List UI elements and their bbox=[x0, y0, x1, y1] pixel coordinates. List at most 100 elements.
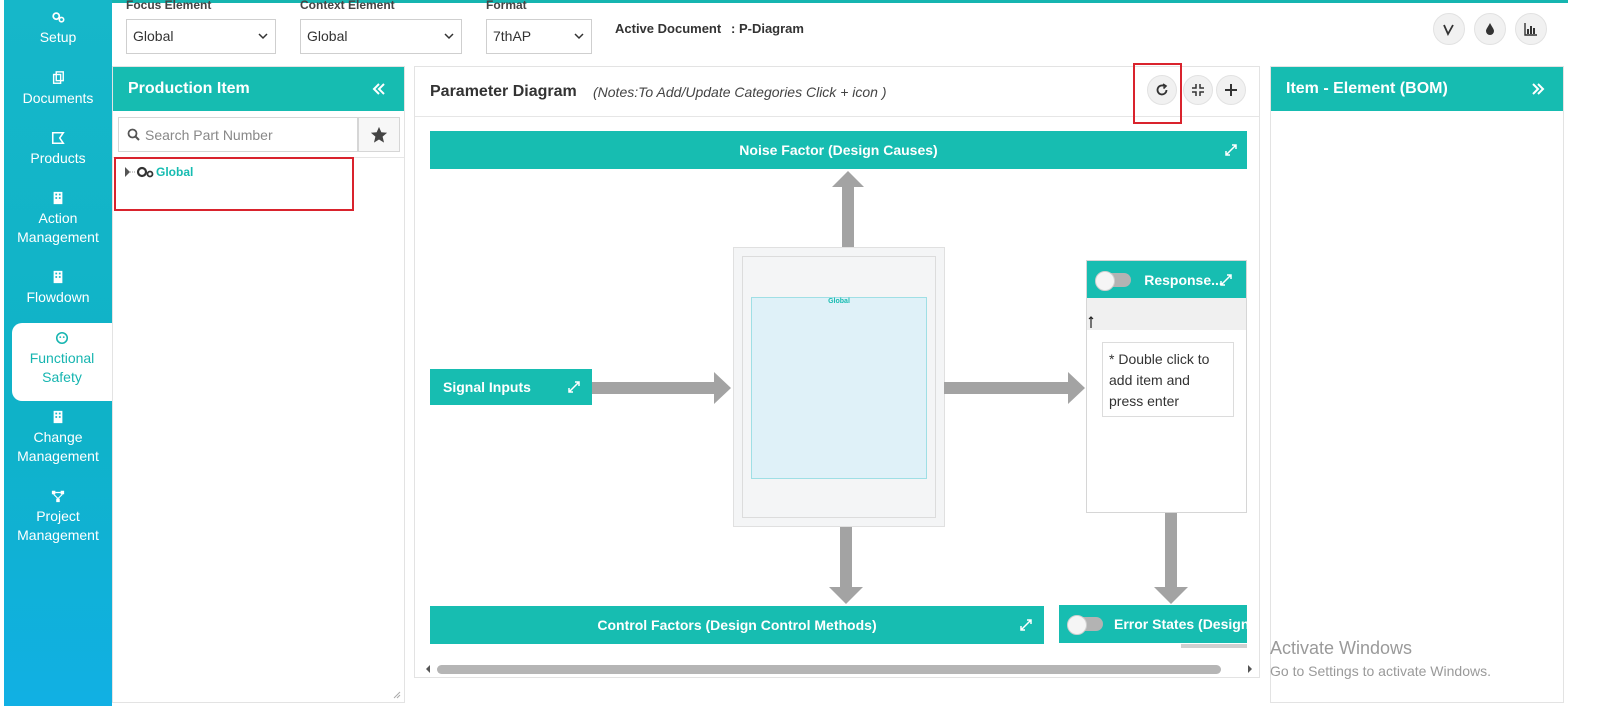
chevron-down-icon bbox=[444, 33, 454, 40]
products-icon bbox=[51, 131, 65, 145]
sidebar-item-action-management[interactable]: Action Management bbox=[4, 191, 112, 247]
noise-factor-label: Noise Factor (Design Causes) bbox=[739, 142, 938, 158]
highlight-box bbox=[114, 157, 354, 211]
refresh-button[interactable] bbox=[1147, 75, 1177, 105]
search-placeholder: Search Part Number bbox=[145, 127, 273, 143]
parameter-diagram-panel: Parameter Diagram (Notes:To Add/Update C… bbox=[414, 66, 1260, 678]
sidebar-item-functional-safety[interactable]: Functional Safety bbox=[12, 323, 112, 401]
response-item-input[interactable]: * Double click to add item and press ent… bbox=[1102, 342, 1234, 417]
vine-button[interactable] bbox=[1433, 13, 1465, 45]
divider bbox=[415, 116, 1259, 117]
panel-title: Production Item bbox=[128, 80, 250, 97]
response-header[interactable]: Response... bbox=[1087, 261, 1246, 298]
response-toolbar bbox=[1087, 298, 1246, 330]
noise-factor-bar[interactable]: Noise Factor (Design Causes) bbox=[430, 131, 1247, 169]
error-states-scroll bbox=[1059, 643, 1247, 649]
building-icon bbox=[53, 270, 63, 284]
focus-element-label: Focus Element bbox=[126, 0, 212, 12]
arrow-down-icon bbox=[1154, 513, 1188, 604]
sidebar: Setup Documents Products Action Manageme… bbox=[4, 0, 112, 706]
documents-icon bbox=[52, 71, 64, 84]
error-states-toggle[interactable] bbox=[1067, 615, 1103, 635]
vine-icon bbox=[1443, 24, 1454, 36]
error-states-label: Error States (Design bbox=[1114, 616, 1247, 632]
page-title: Parameter Diagram bbox=[430, 83, 577, 100]
sidebar-item-flowdown[interactable]: Flowdown bbox=[4, 270, 112, 307]
system-inner-box: Global bbox=[742, 256, 936, 518]
scroll-right-icon[interactable] bbox=[1246, 664, 1254, 674]
arrow-right-icon bbox=[592, 372, 731, 404]
collapse-all-button[interactable] bbox=[1183, 75, 1213, 105]
expand-right-icon[interactable] bbox=[1531, 82, 1545, 96]
signal-inputs-bar[interactable]: Signal Inputs bbox=[430, 369, 592, 405]
favorites-button[interactable] bbox=[358, 117, 400, 152]
response-panel: Response... * Double click to add item a… bbox=[1086, 260, 1247, 513]
sidebar-item-label: Documents bbox=[22, 90, 94, 106]
tree-expand-icon[interactable] bbox=[122, 165, 136, 179]
system-element-label: Global bbox=[828, 298, 850, 305]
format-value: 7thAP bbox=[493, 28, 532, 44]
drop-button[interactable] bbox=[1474, 13, 1506, 45]
arrow-up-small-icon bbox=[1088, 316, 1094, 328]
context-element-select[interactable]: Global bbox=[300, 19, 462, 54]
tree-node-global[interactable]: Global bbox=[122, 165, 193, 179]
chevron-down-icon bbox=[258, 33, 268, 40]
arrow-down-icon bbox=[829, 527, 863, 604]
activate-windows-subtitle: Go to Settings to activate Windows. bbox=[1270, 663, 1491, 679]
sidebar-item-label: Flowdown bbox=[26, 289, 90, 305]
focus-element-value: Global bbox=[133, 28, 174, 44]
refresh-icon bbox=[1156, 83, 1168, 96]
top-accent-line bbox=[112, 0, 1568, 3]
production-item-header: Production Item bbox=[113, 67, 404, 111]
expand-icon[interactable] bbox=[568, 381, 580, 393]
sidebar-item-label: Action Management bbox=[17, 210, 99, 245]
gears-icon bbox=[136, 166, 154, 178]
expand-icon[interactable] bbox=[1220, 274, 1232, 286]
format-label: Format bbox=[486, 0, 527, 12]
sidebar-item-label: Setup bbox=[39, 29, 77, 45]
expand-icon[interactable] bbox=[1020, 619, 1032, 631]
format-select[interactable]: 7thAP bbox=[486, 19, 592, 54]
system-element[interactable]: Global bbox=[751, 297, 927, 479]
add-category-button[interactable] bbox=[1216, 75, 1246, 105]
sidebar-item-documents[interactable]: Documents bbox=[4, 71, 112, 108]
item-element-panel: Item - Element (BOM) bbox=[1270, 66, 1564, 703]
collapse-left-icon[interactable] bbox=[372, 82, 386, 96]
error-states-scrollbar-track[interactable] bbox=[1181, 644, 1247, 648]
active-document-label: Active Document bbox=[615, 21, 722, 36]
sidebar-item-project-management[interactable]: Project Management bbox=[4, 489, 112, 545]
highlight-box bbox=[1133, 63, 1182, 124]
sidebar-item-label: Products bbox=[30, 150, 86, 166]
focus-element-select[interactable]: Global bbox=[126, 19, 276, 54]
arrow-up-icon bbox=[832, 171, 864, 247]
control-factors-label: Control Factors (Design Control Methods) bbox=[597, 617, 877, 633]
bar-chart-icon bbox=[1524, 23, 1537, 36]
response-toggle[interactable] bbox=[1095, 271, 1131, 291]
search-part-input[interactable]: Search Part Number bbox=[118, 117, 358, 152]
context-element-label: Context Element bbox=[300, 0, 395, 12]
context-element-value: Global bbox=[307, 28, 348, 44]
sidebar-item-products[interactable]: Products bbox=[4, 131, 112, 168]
signal-inputs-label: Signal Inputs bbox=[443, 379, 531, 395]
chart-button[interactable] bbox=[1515, 13, 1547, 45]
expand-icon[interactable] bbox=[1225, 144, 1237, 156]
drop-icon bbox=[1486, 23, 1494, 35]
response-hint: * Double click to add item and press ent… bbox=[1109, 351, 1210, 409]
tree-node-label: Global bbox=[156, 165, 194, 179]
sidebar-item-setup[interactable]: Setup bbox=[4, 10, 112, 47]
control-factors-bar[interactable]: Control Factors (Design Control Methods) bbox=[430, 606, 1044, 644]
error-states-bar[interactable]: Error States (Design bbox=[1059, 605, 1247, 643]
network-icon bbox=[51, 490, 65, 503]
system-box: Global bbox=[733, 247, 945, 527]
scroll-left-icon[interactable] bbox=[424, 664, 432, 674]
horizontal-scrollbar[interactable] bbox=[437, 665, 1221, 674]
diagram-note: (Notes:To Add/Update Categories Click + … bbox=[593, 84, 887, 100]
resize-grip-icon[interactable] bbox=[393, 691, 401, 699]
sidebar-item-label: Change Management bbox=[17, 429, 99, 464]
safety-icon bbox=[55, 331, 69, 345]
sidebar-item-change-management[interactable]: Change Management bbox=[4, 410, 112, 466]
arrow-right-icon bbox=[944, 372, 1085, 404]
activate-windows-title: Activate Windows bbox=[1270, 638, 1413, 658]
building-icon bbox=[53, 410, 63, 424]
